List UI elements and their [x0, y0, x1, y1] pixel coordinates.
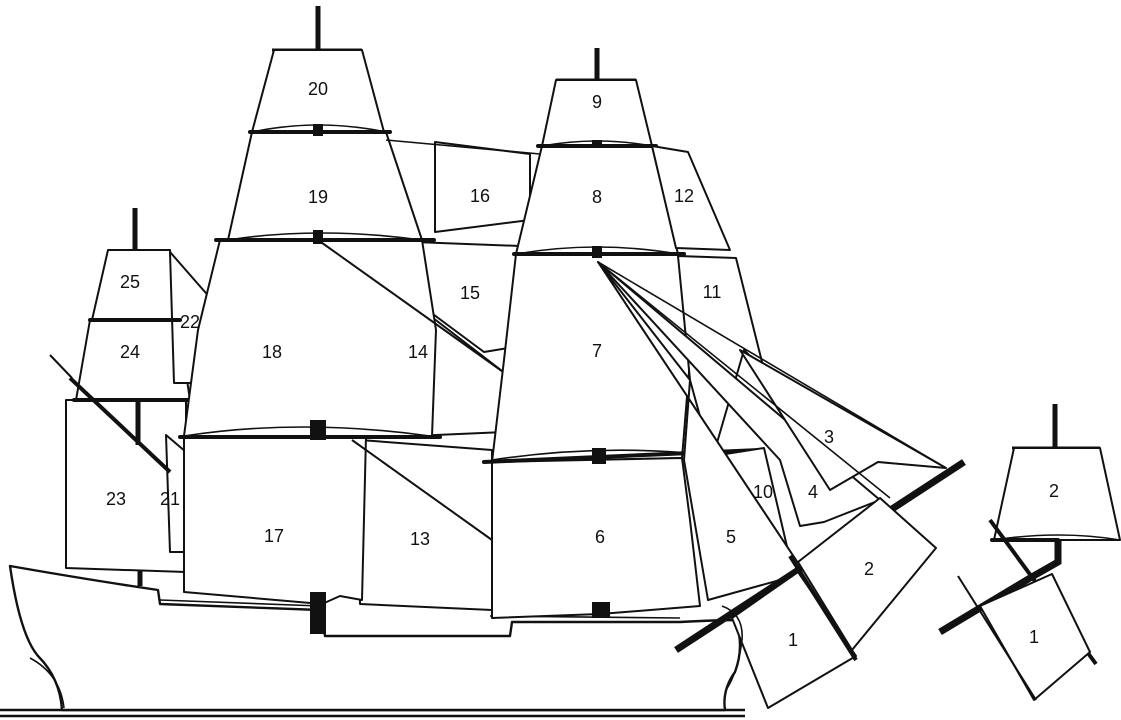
sail-label-8: 8: [592, 187, 602, 207]
spanker-peak: [50, 355, 72, 378]
detail-label-1: 1: [1029, 627, 1039, 647]
sail-label-9: 9: [592, 92, 602, 112]
sail-17: [184, 436, 366, 604]
sail-9: [542, 80, 652, 146]
sail-label-25: 25: [120, 272, 140, 292]
sail-label-2: 2: [864, 559, 874, 579]
main-mast-band-1: [313, 124, 323, 136]
sail-label-15: 15: [460, 283, 480, 303]
sail-label-23: 23: [106, 489, 126, 509]
sail-label-18: 18: [262, 342, 282, 362]
sail-label-11: 11: [703, 282, 722, 302]
fore-mast-foot: [592, 602, 610, 618]
sail-label-24: 24: [120, 342, 140, 362]
fore-mast-band-2: [592, 246, 602, 258]
sail-label-13: 13: [410, 529, 430, 549]
sail-label-4: 4: [808, 482, 818, 502]
sail-label-10: 10: [753, 482, 773, 502]
sail-label-22: 22: [180, 312, 200, 332]
sail-label-6: 6: [595, 527, 605, 547]
fore-mast-band-3: [592, 448, 606, 464]
sail-label-5: 5: [726, 527, 736, 547]
fore-mast-band-1: [592, 140, 602, 148]
sail-label-1: 1: [788, 630, 798, 650]
sail-label-17: 17: [264, 526, 284, 546]
sail-label-7: 7: [592, 341, 602, 361]
sail-label-3: 3: [824, 427, 834, 447]
detail-label-2: 2: [1049, 481, 1059, 501]
sail-18: [184, 240, 436, 436]
sail-label-12: 12: [674, 186, 694, 206]
sail-label-16: 16: [470, 186, 490, 206]
main-mast-band-3: [310, 420, 326, 440]
detail-inset: 2 1: [940, 404, 1120, 700]
sail-label-14: 14: [408, 342, 428, 362]
sail-label-21: 21: [160, 489, 180, 509]
main-mast-foot: [310, 592, 326, 634]
sail-label-19: 19: [308, 187, 328, 207]
sail-label-20: 20: [308, 79, 328, 99]
